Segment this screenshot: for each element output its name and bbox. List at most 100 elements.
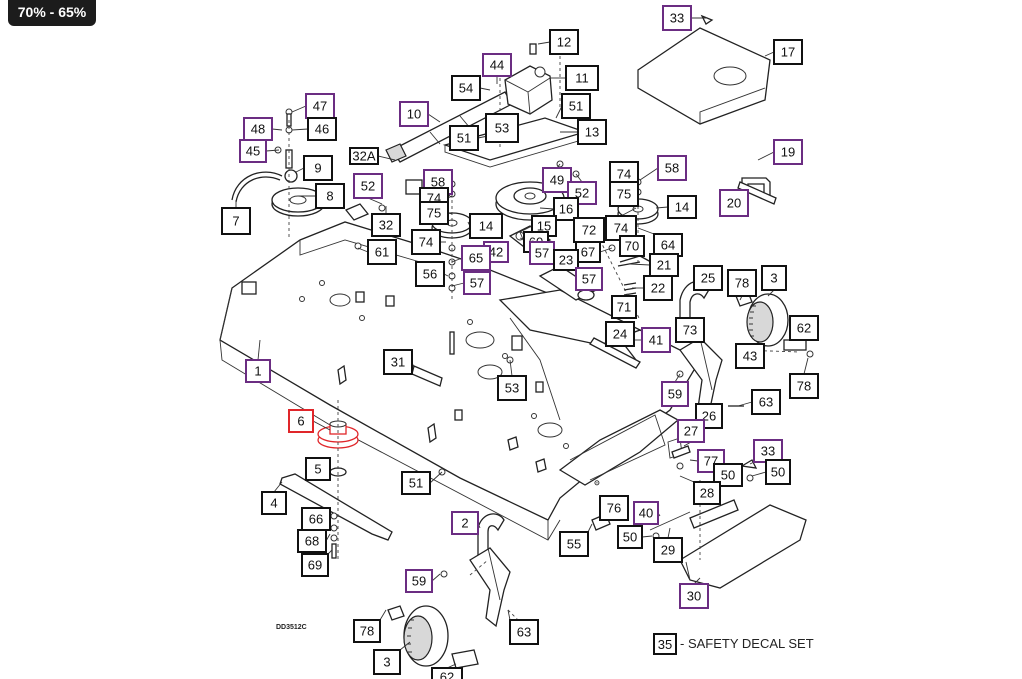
callout-31: 31 [383,349,413,375]
callout-14: 14 [667,195,697,219]
callout-leader [357,247,369,253]
callout-number: 63 [517,625,531,640]
callout-number: 75 [427,206,441,221]
callout-53: 53 [485,113,519,143]
callout-leader [519,225,533,233]
callout-50: 50 [713,463,743,487]
callout-box [415,261,445,287]
callout-box [469,213,503,239]
callout-59: 59 [405,569,433,593]
callout-number: 58 [431,175,445,190]
callout-number: 73 [683,323,697,338]
callout-box [353,619,381,643]
callout-leader [689,459,699,462]
callout-number: 27 [684,424,698,439]
callout-box [461,245,491,271]
callout-leader [537,41,551,45]
callout-box [727,269,757,297]
callout-box [497,375,527,401]
callout-box [643,275,673,301]
callout-number: 33 [761,444,775,459]
callout-68: 68 [297,529,327,553]
callout-box [641,327,671,353]
callout-number: 63 [759,395,773,410]
callout-box [509,619,539,645]
callout-3: 3 [373,649,401,675]
callout-number: 44 [490,58,504,73]
callout-50: 50 [765,459,791,485]
callout-28: 28 [693,481,721,505]
callout-box [349,147,379,165]
callout-box [789,373,819,399]
callout-number: 72 [582,223,596,238]
callout-box [609,181,639,207]
callout-48: 48 [243,117,273,141]
callout-leader [639,167,659,181]
mower-deck: ⊙ [219,221,701,541]
callout-47: 47 [305,93,335,119]
callout-number: 51 [457,131,471,146]
callout-number: 33 [670,11,684,26]
discharge-deflector [649,437,807,589]
callout-leader [312,420,331,431]
callout-17: 17 [773,39,803,65]
blade-spindle [279,400,393,560]
callout-number: 19 [781,145,795,160]
callout-leader [507,609,511,621]
callout-leader [737,401,753,407]
callout-78: 78 [353,619,381,643]
callout-number: 55 [567,537,581,552]
callout-43: 43 [735,343,765,369]
callout-box [653,537,683,563]
callout-number: 22 [651,281,665,296]
callout-leader [265,149,280,152]
callout-box [373,649,401,675]
callout-box [553,249,579,271]
callout-number: 9 [314,161,321,176]
callout-box [693,265,723,291]
legend-text: - SAFETY DECAL SET [680,636,814,651]
callout-59: 59 [661,381,689,407]
callout-number: 17 [781,45,795,60]
callout-number: 52 [361,179,375,194]
deck-cover [637,27,771,125]
callout-number: 42 [489,245,503,260]
callout-box [431,667,463,679]
callout-53: 53 [497,375,527,401]
callout-number: 74 [419,235,433,250]
callout-number: 52 [575,186,589,201]
callout-leader [637,227,655,235]
callout-58: 58 [657,155,687,181]
callout-number: 71 [617,300,631,315]
callout-leader [751,471,767,477]
callout-7: 7 [221,207,251,235]
callout-number: 23 [559,253,573,268]
callout-box [553,197,579,221]
callout-29: 29 [653,537,683,563]
callout-leader [273,481,283,493]
callout-number: 78 [735,276,749,291]
callout-leader [629,263,651,266]
callout-number: 74 [617,167,631,182]
callout-leader [399,641,411,651]
callout-76: 76 [599,495,629,521]
callout-box [667,195,697,219]
callout-73: 73 [675,317,705,343]
callout-51: 51 [401,471,431,495]
callout-71: 71 [611,295,637,319]
callout-box [463,271,491,295]
callout-number: 46 [315,122,329,137]
callout-leader [674,373,681,383]
callout-number: 50 [623,530,637,545]
callout-32A: 32A [349,147,379,165]
callout-number: 57 [535,246,549,261]
callout-number: 40 [639,506,653,521]
callout-box [761,265,787,291]
callout-13: 13 [577,119,607,145]
callout-box [239,139,267,163]
callout-number: 14 [479,219,493,234]
callout-number: 1 [254,364,261,379]
callout-number: 4 [270,496,277,511]
callout-number: 56 [423,267,437,282]
right-wheel-assembly [679,280,814,420]
